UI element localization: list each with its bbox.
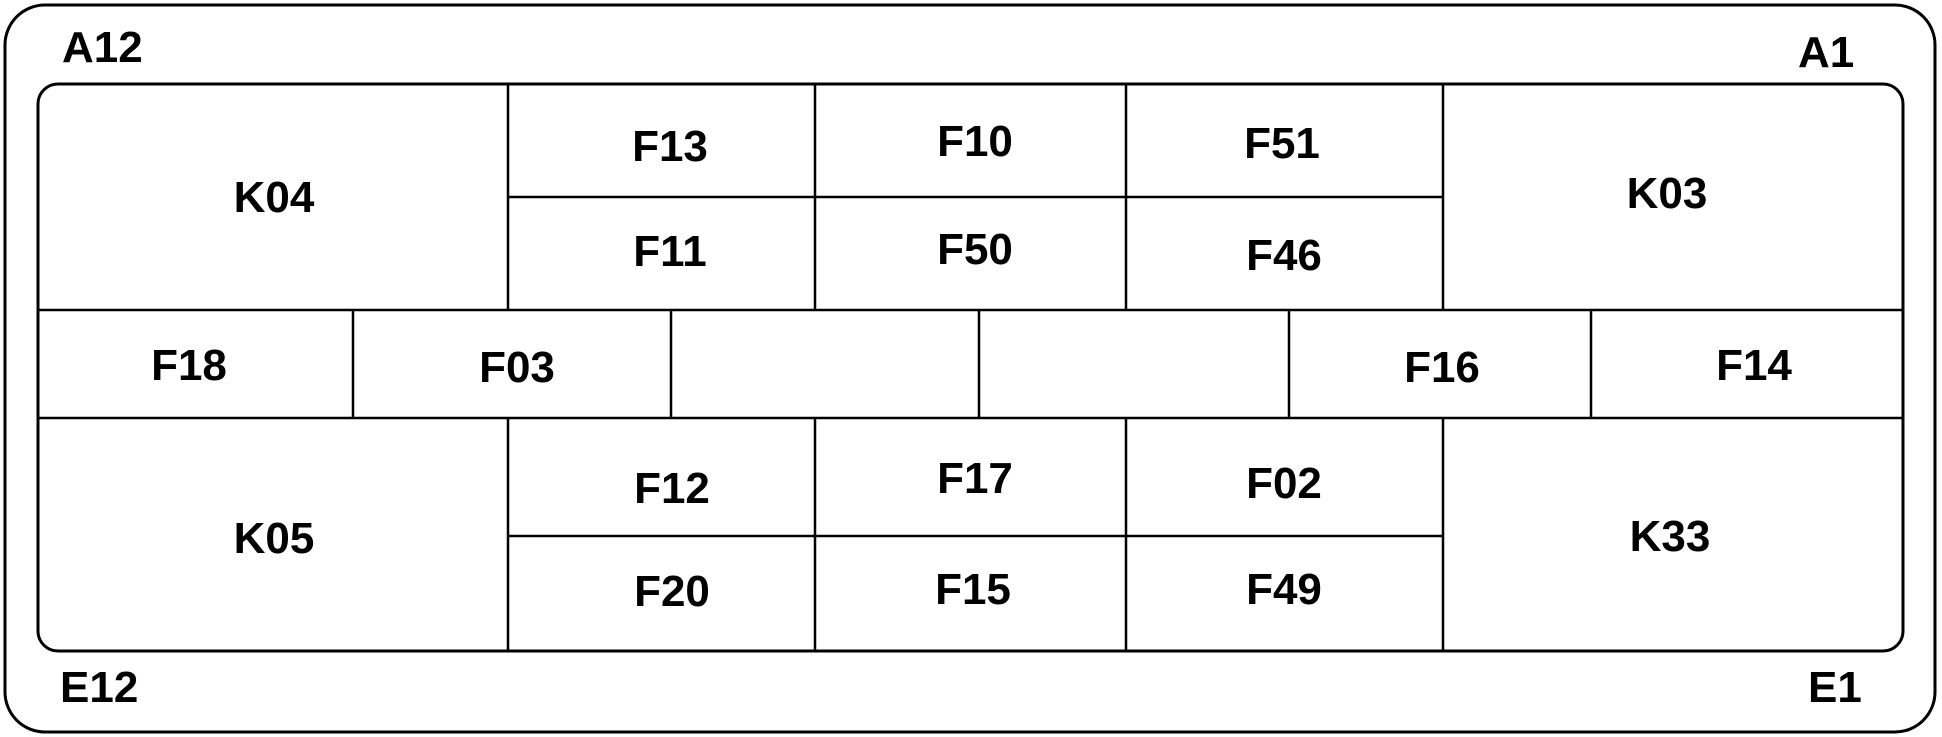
fuse-label-f10: F10 <box>937 117 1013 166</box>
fuse-box-outer-housing <box>3 3 1937 734</box>
fuse-label-f11: F11 <box>633 227 706 276</box>
fuse-label-f02: F02 <box>1246 459 1322 508</box>
relay-label-k05: K05 <box>234 514 315 563</box>
fuse-label-f51: F51 <box>1244 119 1320 168</box>
fuse-label-f49: F49 <box>1246 565 1322 614</box>
fuse-panel-frame <box>36 82 1905 653</box>
corner-label-top-right: A1 <box>1798 28 1855 77</box>
fuse-label-f46: F46 <box>1246 231 1322 280</box>
fuse-label-f15: F15 <box>935 565 1011 614</box>
fuse-label-f50: F50 <box>937 225 1013 274</box>
fuse-label-f13: F13 <box>632 122 708 171</box>
fuse-label-f03: F03 <box>479 343 555 392</box>
fuse-label-f18: F18 <box>151 341 227 390</box>
fuse-label-f14: F14 <box>1716 341 1792 390</box>
fuse-label-f16: F16 <box>1404 343 1480 392</box>
fuse-label-f17: F17 <box>937 454 1013 503</box>
relay-label-k04: K04 <box>234 173 315 222</box>
corner-label-bottom-left: E12 <box>60 663 139 712</box>
fuse-label-f12: F12 <box>634 464 710 513</box>
fuse-label-f20: F20 <box>634 567 710 616</box>
relay-label-k03: K03 <box>1627 169 1708 218</box>
corner-label-top-left: A12 <box>62 23 143 72</box>
corner-label-bottom-right: E1 <box>1808 663 1862 712</box>
relay-label-k33: K33 <box>1630 512 1711 561</box>
